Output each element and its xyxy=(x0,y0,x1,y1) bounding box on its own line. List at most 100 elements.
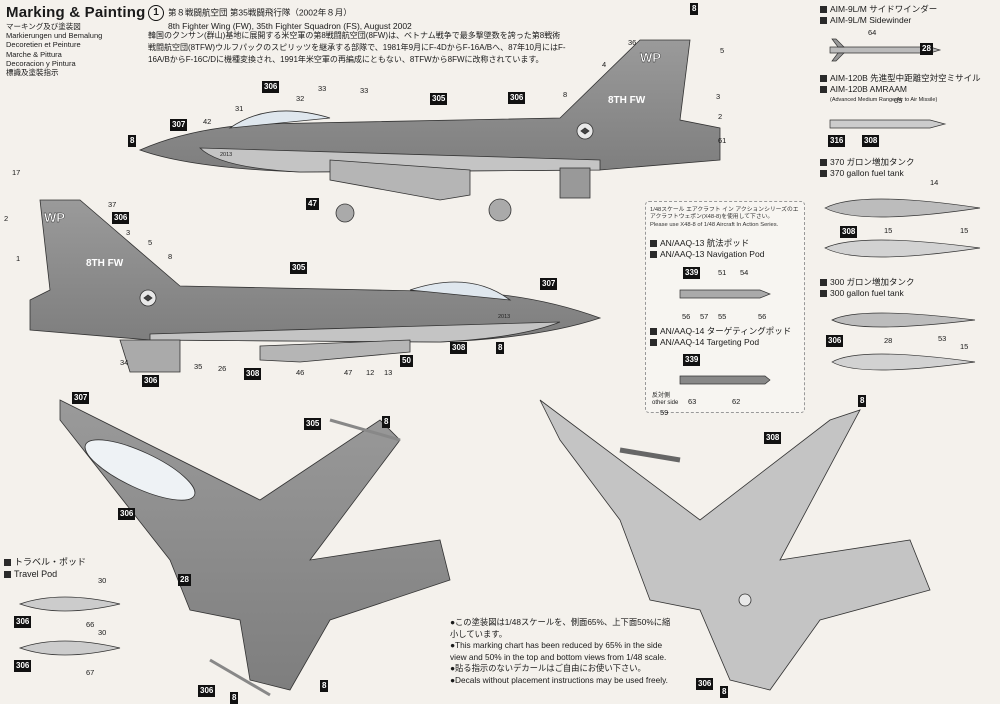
callout-number: 61 xyxy=(718,136,727,145)
callout-number: 15 xyxy=(960,226,969,235)
callout-number: 26 xyxy=(218,364,227,373)
lang-jp: マーキング及び塗装図 xyxy=(6,22,81,31)
tgt-pod-en: AN/AAQ-14 Targeting Pod xyxy=(660,337,760,347)
aim120-drawing xyxy=(829,119,947,129)
callout-number: 67 xyxy=(86,668,95,677)
callout-tag: 28 xyxy=(178,574,191,586)
section-body-jp: 韓国のクンサン(群山)基地に展開する米空軍の第8戦闘航空団(8FW)は、ベトナム… xyxy=(148,31,566,64)
callout-number: 35 xyxy=(194,362,203,371)
bullet-square-icon xyxy=(820,279,827,287)
pod-note-en: Please use X48-8 of 1/48 Aircraft In Act… xyxy=(650,221,779,228)
callout-number: 15 xyxy=(960,342,969,351)
callout-number: 46 xyxy=(296,368,305,377)
tank370-drawing xyxy=(824,198,981,258)
serial-right: 2013 xyxy=(220,152,232,158)
callout-number: 5 xyxy=(720,46,725,55)
callout-tag: 306 xyxy=(826,335,844,347)
footnote-en2: ●Decals without placement instructions m… xyxy=(450,674,668,685)
lang-es: Decoracion y Pintura xyxy=(6,58,76,68)
lang-cn: 標識及塗裝指示 xyxy=(6,68,59,78)
travel-pod-drawing xyxy=(18,596,121,656)
callout-number: 3 xyxy=(126,228,131,237)
bullet-square-icon xyxy=(650,251,657,259)
callout-number: 51 xyxy=(718,268,727,277)
tgt-pod-drawing xyxy=(679,375,771,385)
callout-tag: 308 xyxy=(764,432,782,444)
bullet-square-icon xyxy=(820,159,827,167)
callout-tag: 306 xyxy=(262,81,280,93)
travel-pod-jp: トラベル・ポッド xyxy=(14,557,87,567)
tank300-en: 300 gallon fuel tank xyxy=(830,288,904,298)
callout-number: 47 xyxy=(344,368,353,377)
serial-left: 2013 xyxy=(498,314,510,320)
callout-number: 8 xyxy=(168,252,173,261)
tail-code-right: WP xyxy=(640,50,661,65)
callout-number: 30 xyxy=(98,628,107,637)
callout-number: 59 xyxy=(660,408,669,417)
footnote-jp2: ●貼る指示のないデカールはご自由にお使い下さい。 xyxy=(450,663,646,673)
tgt-pod-label: AN/AAQ-14 ターゲティングポッド AN/AAQ-14 Targeting… xyxy=(650,326,791,348)
pod-note: 1/48スケール エアクラフト イン アクションシリーズのエアクラフトウェポン(… xyxy=(650,207,800,229)
aim9-label: AIM-9L/M サイドワインダー AIM-9L/M Sidewinder xyxy=(820,4,937,26)
callout-number: 54 xyxy=(740,268,749,277)
callout-number: 2 xyxy=(4,214,9,223)
footnote-jp1: ●この塗装図は1/48スケールを、側面65%、上下面50%に縮小しています。 xyxy=(450,617,671,639)
tank300-drawing xyxy=(831,312,976,371)
callout-number: 32 xyxy=(296,94,305,103)
callout-number: 33 xyxy=(360,86,369,95)
callout-tag: 8 xyxy=(230,692,239,704)
tail-code-left: WP xyxy=(44,210,65,225)
callout-number: 31 xyxy=(235,104,244,113)
callout-number: 3 xyxy=(716,92,721,101)
callout-tag: 307 xyxy=(72,392,90,404)
bullet-square-icon xyxy=(820,170,827,178)
bullet-square-icon xyxy=(650,240,657,248)
callout-tag: 8 xyxy=(320,680,329,692)
callout-tag: 8 xyxy=(858,395,867,407)
callout-tag: 8 xyxy=(128,135,137,147)
tail-unit-right: 8TH FW xyxy=(608,95,646,106)
callout-tag: 306 xyxy=(198,685,216,697)
callout-number: 42 xyxy=(203,117,212,126)
callout-number: 4 xyxy=(602,60,607,69)
section-title-jp: 第８戦闘航空団 第35戦闘飛行隊（2002年８月） xyxy=(168,7,352,18)
other-side-jp: 反対側 xyxy=(652,393,671,399)
callout-tag: 316 xyxy=(828,135,846,147)
callout-tag: 306 xyxy=(14,616,32,628)
aim9-drawing xyxy=(829,38,942,62)
callout-tag: 28 xyxy=(920,43,933,55)
nav-pod-en: AN/AAQ-13 Navigation Pod xyxy=(660,249,765,259)
callout-number: 56 xyxy=(758,312,767,321)
callout-tag: 308 xyxy=(862,135,880,147)
callout-tag: 306 xyxy=(14,660,32,672)
callout-number: 63 xyxy=(688,397,697,406)
callout-number: 1 xyxy=(16,254,21,263)
bullet-square-icon xyxy=(4,559,11,567)
callout-tag: 306 xyxy=(142,375,160,387)
callout-number: 65 xyxy=(894,96,903,105)
callout-tag: 306 xyxy=(112,212,130,224)
nav-pod-label: AN/AAQ-13 航法ポッド AN/AAQ-13 Navigation Pod xyxy=(650,238,764,260)
callout-tag: 8 xyxy=(720,686,729,698)
bullet-square-icon xyxy=(820,75,827,83)
other-side-label: 反対側 other side xyxy=(652,393,678,407)
aim120-label: AIM-120B 先進型中距離空対空ミサイル AIM-120B AMRAAM (… xyxy=(820,73,981,106)
lang-fr: Decoretien et Peinture xyxy=(6,40,81,50)
callout-number: 5 xyxy=(148,238,153,247)
callout-number: 55 xyxy=(718,312,727,321)
callout-number: 30 xyxy=(98,576,107,585)
language-list: マーキング及び塗装図 Markierungen und Bemalung Dec… xyxy=(6,22,102,77)
aim120-en: AIM-120B AMRAAM xyxy=(830,84,907,94)
footnote-en1: ●This marking chart has been reduced by … xyxy=(450,640,667,662)
callout-tag: 50 xyxy=(400,355,413,367)
callout-number: 2 xyxy=(718,112,723,121)
callout-number: 28 xyxy=(884,336,893,345)
tank370-jp: 370 ガロン増加タンク xyxy=(830,157,915,167)
side-view-right xyxy=(138,39,721,223)
callout-tag: 306 xyxy=(696,678,714,690)
callout-tag: 306 xyxy=(118,508,136,520)
top-view xyxy=(59,399,451,697)
callout-tag: 305 xyxy=(290,262,308,274)
section-title-en: 8th Fighter Wing (FW), 35th Fighter Squa… xyxy=(168,21,412,31)
bottom-view xyxy=(539,399,931,691)
